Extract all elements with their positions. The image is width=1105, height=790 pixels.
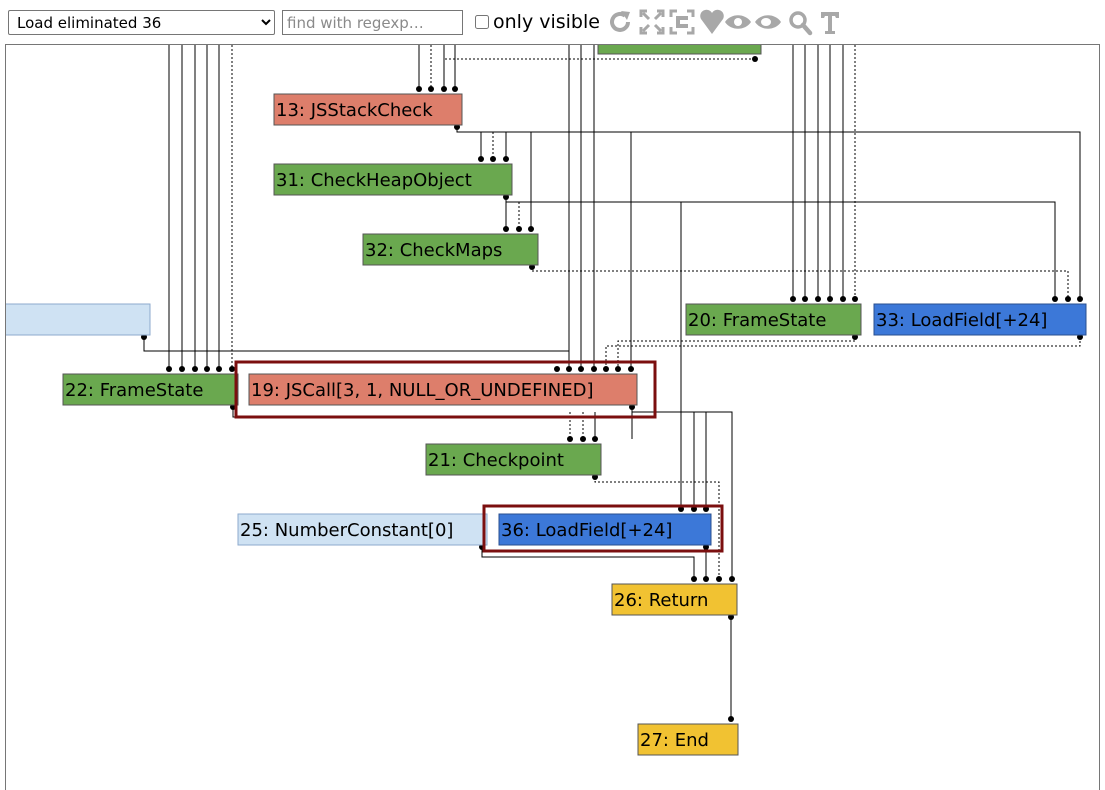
input-port (578, 366, 584, 372)
input-port (729, 576, 735, 582)
graph-svg: 13: JSStackCheck 31: CheckHeapObject 32:… (6, 45, 1087, 756)
input-port (815, 296, 821, 302)
graph-node[interactable]: 13: JSStackCheck (273, 93, 463, 126)
input-port (840, 296, 846, 302)
edge (605, 337, 1081, 369)
graph-node[interactable]: 21: Checkpoint (425, 443, 602, 476)
input-port (204, 366, 210, 372)
hide-unselected-icon[interactable] (698, 7, 726, 37)
input-port (827, 296, 833, 302)
graph-node[interactable]: 33: LoadField[+24] (873, 303, 1087, 336)
search-input[interactable] (282, 10, 463, 35)
graph-node[interactable] (597, 45, 762, 55)
toolbar: Load eliminated 36 only visible (0, 0, 1105, 44)
graph-node[interactable]: 19: JSCall[3, 1, NULL_OR_UNDEFINED] (248, 373, 638, 406)
node-label: 32: CheckMaps (365, 240, 502, 261)
input-port (580, 436, 586, 442)
eye-icon[interactable] (754, 7, 782, 37)
graph-canvas[interactable]: 13: JSStackCheck 31: CheckHeapObject 32:… (5, 44, 1100, 790)
only-visible-checkbox[interactable] (475, 15, 489, 29)
toggle-hide-dead-icon[interactable] (668, 7, 696, 37)
node-label: 27: End (640, 730, 709, 751)
output-port (752, 56, 758, 62)
input-port (229, 366, 235, 372)
node-label: 22: FrameState (65, 380, 203, 401)
node-label: 21: Checkpoint (428, 450, 564, 471)
layout-icon[interactable] (606, 7, 634, 37)
node-label: 31: CheckHeapObject (276, 170, 472, 191)
node-label: 19: JSCall[3, 1, NULL_OR_UNDEFINED] (251, 380, 593, 401)
input-port (428, 86, 434, 92)
only-visible-label: only visible (493, 11, 600, 33)
input-port (790, 296, 796, 302)
input-port (716, 576, 722, 582)
edge (456, 127, 1081, 299)
input-port (528, 226, 534, 232)
graph-node[interactable]: 36: LoadField[+24] (498, 513, 712, 546)
node-label: 25: NumberConstant[0] (240, 520, 453, 541)
input-port (192, 366, 198, 372)
input-port (1077, 296, 1083, 302)
input-port (416, 86, 422, 92)
input-port (592, 436, 598, 442)
graph-node[interactable]: 32: CheckMaps (362, 233, 539, 266)
input-port (802, 296, 808, 302)
zoom-selection-icon[interactable] (786, 7, 814, 37)
input-port (852, 296, 858, 302)
only-visible-toggle[interactable]: only visible (473, 9, 600, 35)
node-label: 26: Return (614, 590, 708, 611)
edge (594, 477, 720, 579)
graph-node[interactable] (6, 303, 151, 336)
graph-node[interactable]: 22: FrameState (62, 373, 239, 406)
show-all-icon[interactable] (638, 7, 666, 37)
input-port (452, 86, 458, 92)
input-port (490, 156, 496, 162)
input-port (554, 366, 560, 372)
input-port (216, 366, 222, 372)
selection-highlight (482, 504, 724, 553)
input-port (179, 366, 185, 372)
node-label: 20: FrameState (688, 310, 826, 331)
graph-node[interactable]: 26: Return (611, 583, 738, 616)
graph-node[interactable]: 20: FrameState (685, 303, 862, 336)
input-port (566, 366, 572, 372)
node-label: 33: LoadField[+24] (876, 310, 1047, 331)
input-port (603, 366, 609, 372)
input-port (691, 576, 697, 582)
input-port (503, 156, 509, 162)
edge (531, 267, 1069, 299)
input-port (615, 366, 621, 372)
graph-node[interactable]: 27: End (637, 723, 739, 756)
edge (631, 407, 733, 579)
input-port (503, 226, 509, 232)
input-port (478, 156, 484, 162)
graph-node[interactable]: 25: NumberConstant[0] (237, 513, 488, 546)
toggle-types-icon[interactable] (816, 7, 844, 37)
input-port (567, 436, 573, 442)
input-port (1052, 296, 1058, 302)
node-label: 36: LoadField[+24] (501, 520, 672, 541)
input-port (728, 716, 734, 722)
phase-select[interactable]: Load eliminated 36 (8, 10, 275, 35)
node-label: 13: JSStackCheck (276, 100, 433, 121)
input-port (628, 366, 634, 372)
graph-node[interactable]: 31: CheckHeapObject (273, 163, 513, 196)
input-port (166, 366, 172, 372)
input-port (441, 86, 447, 92)
edge (143, 337, 569, 352)
input-port (1065, 296, 1071, 302)
input-port (591, 366, 597, 372)
hide-selected-icon[interactable] (724, 7, 752, 37)
edge (481, 547, 695, 579)
input-port (516, 226, 522, 232)
edge (505, 197, 1056, 299)
selection-highlight (234, 360, 657, 419)
input-port (703, 576, 709, 582)
